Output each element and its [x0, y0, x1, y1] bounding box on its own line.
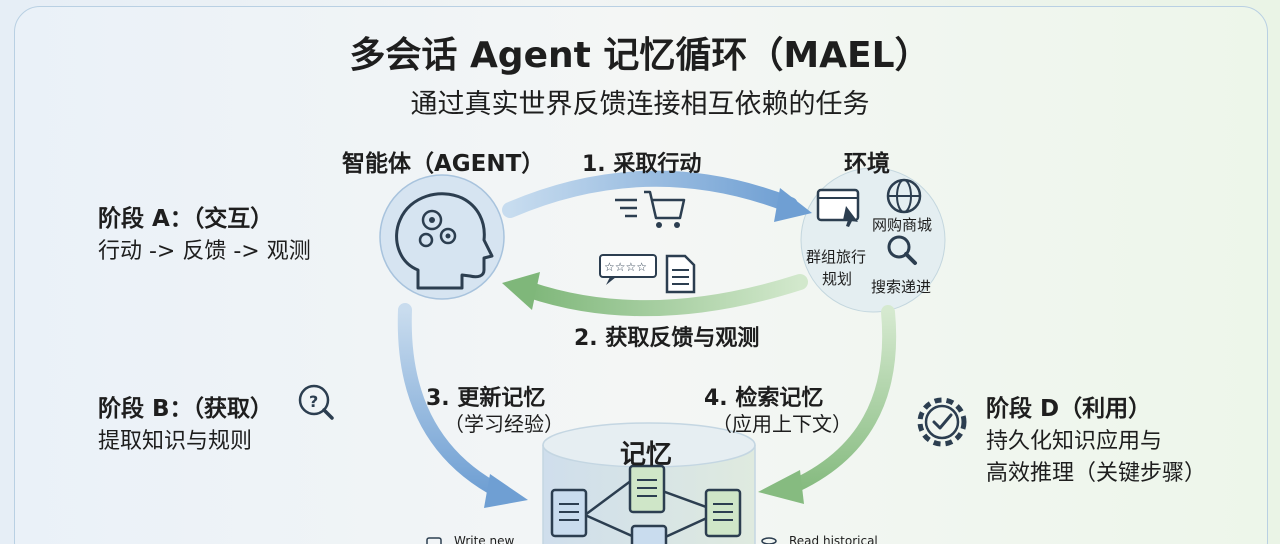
retrieve-memory-arrow	[783, 305, 897, 495]
page-subtitle: 通过真实世界反馈连接相互依赖的任务	[410, 89, 870, 120]
memory-doc-icon	[628, 464, 666, 514]
search-icon	[887, 235, 917, 265]
stage-a-desc: 行动 -> 反馈 -> 观测	[98, 239, 311, 264]
memory-database	[542, 422, 756, 544]
shopping-cart-icon	[615, 190, 686, 228]
env-item-group-travel: 群组旅行	[806, 248, 867, 266]
agent-head-icon	[379, 174, 505, 300]
step3-sub: （学习经验）	[444, 412, 564, 436]
write-new-note: Write new	[454, 534, 515, 544]
search-question-icon: ?	[298, 384, 334, 420]
update-memory-arrow	[397, 303, 507, 499]
env-item-shopping: 网购商城	[872, 216, 933, 234]
svg-text:?: ?	[309, 392, 318, 411]
env-item-search: 搜索递进	[871, 278, 932, 296]
memory-label: 记忆	[620, 440, 673, 470]
stage-d-desc-line2: 高效推理（关键步骤）	[986, 461, 1207, 486]
env-item-planning: 规划	[822, 270, 853, 288]
stage-b-desc: 提取知识与规则	[98, 429, 253, 454]
page-title: 多会话 Agent 记忆循环（MAEL）	[349, 35, 931, 76]
memory-doc-icon	[704, 488, 742, 538]
stage-a-title: 阶段 A：（交互）	[98, 206, 274, 232]
stage-d-desc-line1: 持久化知识应用与	[986, 429, 1163, 454]
environment-label: 环境	[844, 151, 890, 177]
review-icon: ☆☆☆☆	[599, 254, 657, 285]
gear-check-icon	[917, 397, 967, 447]
step1-label: 1. 采取行动	[582, 152, 702, 177]
step4-label: 4. 检索记忆	[704, 386, 824, 411]
write-icon	[426, 537, 442, 544]
read-historical-note: Read historical	[789, 534, 878, 544]
feedback-arrow	[522, 274, 808, 317]
memory-doc-icon	[550, 488, 588, 538]
step3-label: 3. 更新记忆	[426, 386, 546, 411]
environment-panel	[800, 167, 946, 313]
stage-d-title: 阶段 D（利用）	[986, 396, 1152, 422]
svg-text:☆☆☆☆: ☆☆☆☆	[604, 260, 647, 274]
document-icon	[665, 254, 696, 294]
stage-b-title: 阶段 B：（获取）	[98, 396, 274, 422]
step4-sub: （应用上下文）	[712, 412, 852, 436]
action-arrow	[502, 170, 798, 218]
globe-icon	[886, 178, 922, 214]
read-icon	[761, 537, 777, 544]
memory-doc-icon	[630, 524, 668, 544]
agent-label: 智能体（AGENT）	[342, 151, 545, 177]
step2-label: 2. 获取反馈与观测	[574, 326, 760, 351]
browser-window-icon	[816, 188, 860, 227]
